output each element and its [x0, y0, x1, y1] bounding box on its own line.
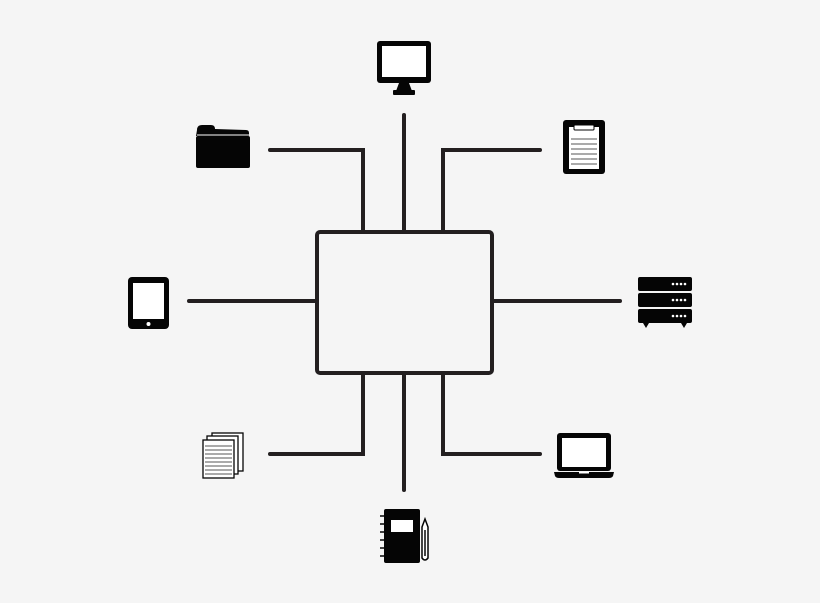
clipboard-icon — [563, 120, 605, 174]
server-icon — [638, 277, 692, 328]
tablet-icon — [128, 277, 169, 329]
laptop-icon — [554, 433, 614, 478]
connector-bottom-left — [268, 371, 365, 456]
desktop-monitor-icon — [377, 41, 431, 95]
folder-icon — [196, 125, 250, 168]
connector-bottom-right — [441, 371, 542, 456]
notebook-pen-icon — [380, 509, 429, 563]
hub-box — [315, 230, 494, 375]
connector-top-left — [268, 148, 365, 234]
documents-icon — [202, 432, 244, 479]
connectors — [187, 113, 622, 492]
connector-top-right — [441, 148, 542, 234]
